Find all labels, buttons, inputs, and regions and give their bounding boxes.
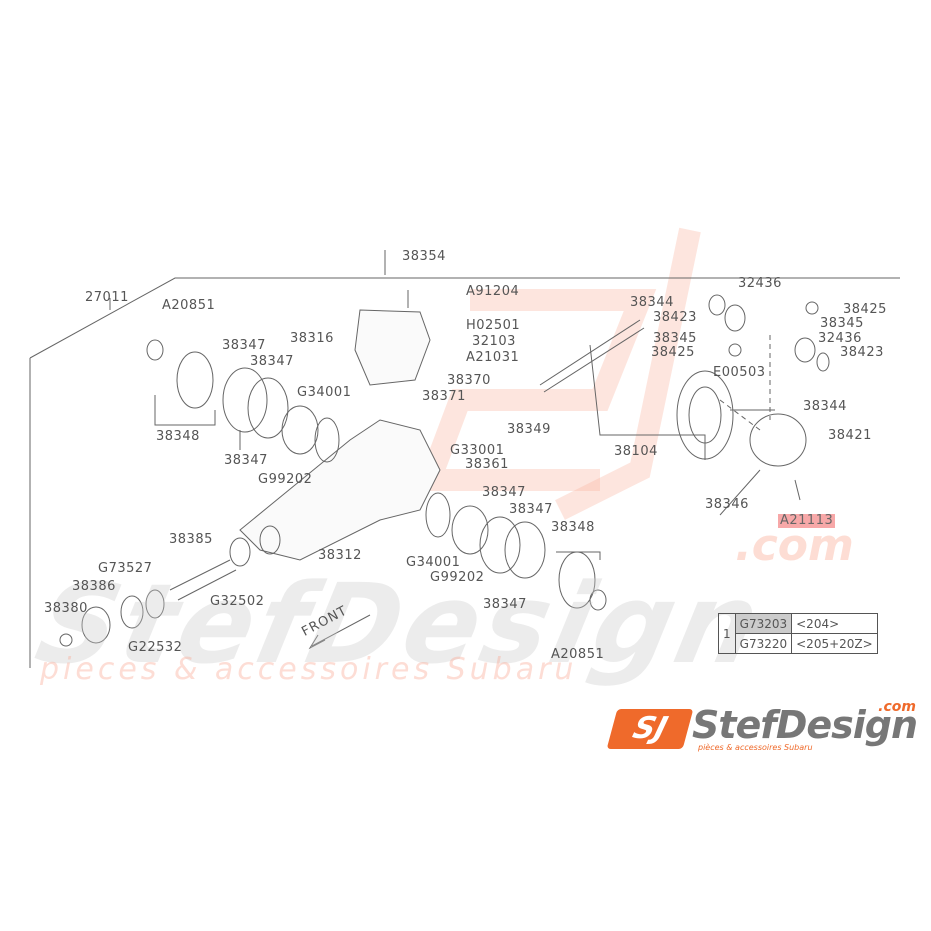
part-label[interactable]: 38347 [483, 597, 527, 612]
part-label[interactable]: G73527 [98, 561, 153, 576]
part-label[interactable]: 38104 [614, 444, 658, 459]
part-label[interactable]: 38346 [705, 497, 749, 512]
shaft [169, 559, 237, 601]
part-label[interactable]: G99202 [258, 472, 313, 487]
part-label[interactable]: 38385 [169, 532, 213, 547]
part-label[interactable]: 32103 [472, 334, 516, 349]
table-cell-part: G73203 [734, 613, 793, 634]
part-label[interactable]: 38345 [820, 316, 864, 331]
brand-logo: SJ StefDesign .com pièces & accessoires … [606, 699, 922, 755]
part-label[interactable]: A91204 [466, 284, 520, 299]
differential-housing [239, 419, 441, 561]
table-cell-note: <204> [791, 613, 878, 634]
table-row: G73220 <205+20Z> [719, 633, 878, 654]
part-label[interactable]: 27011 [85, 290, 129, 305]
part-label[interactable]: 38345 [653, 331, 697, 346]
part-label[interactable]: 38370 [447, 373, 491, 388]
part-label[interactable]: A20851 [162, 298, 216, 313]
logo-domain: .com [878, 699, 916, 715]
pinion-shaft [539, 319, 645, 393]
part-label[interactable]: E00503 [713, 365, 766, 380]
part-label[interactable]: 38348 [156, 429, 200, 444]
part-label[interactable]: 38421 [828, 428, 872, 443]
watermark-domain: .com [735, 520, 854, 571]
watermark-tagline: pieces & accessoires Subaru [40, 652, 578, 687]
part-label[interactable]: 38347 [509, 502, 553, 517]
table-row: 1 G73203 <204> [718, 613, 878, 654]
diff-case [749, 413, 807, 467]
table-cell-part: G73220 [734, 633, 793, 654]
logo-tagline: pièces & accessoires Subaru [698, 743, 813, 752]
reference-marker: 1 [718, 613, 736, 654]
part-label[interactable]: G34001 [406, 555, 461, 570]
part-label[interactable]: H02501 [466, 318, 521, 333]
part-label[interactable]: G22532 [128, 640, 183, 655]
part-label[interactable]: 32436 [738, 276, 782, 291]
part-label[interactable]: 38312 [318, 548, 362, 563]
part-label[interactable]: 38354 [402, 249, 446, 264]
part-label[interactable]: 38348 [551, 520, 595, 535]
part-label[interactable]: 38425 [651, 345, 695, 360]
part-label[interactable]: 38344 [803, 399, 847, 414]
part-label[interactable]: 38371 [422, 389, 466, 404]
logo-name: StefDesign [692, 703, 918, 747]
part-label[interactable]: A20851 [551, 647, 605, 662]
logo-mark: SJ [606, 709, 694, 749]
part-label[interactable]: 38380 [44, 601, 88, 616]
part-label[interactable]: 38347 [222, 338, 266, 353]
part-label[interactable]: 38423 [840, 345, 884, 360]
part-label[interactable]: 38349 [507, 422, 551, 437]
watermark-sj-mark [414, 227, 701, 520]
reference-table: 1 G73203 <204> G73220 <205+20Z> [718, 613, 878, 654]
part-label[interactable]: A21031 [466, 350, 520, 365]
part-label[interactable]: 38423 [653, 310, 697, 325]
frame-line [29, 277, 900, 359]
part-label[interactable]: 38316 [290, 331, 334, 346]
part-label[interactable]: 38361 [465, 457, 509, 472]
part-label[interactable]: 38347 [224, 453, 268, 468]
part-label[interactable]: 38347 [250, 354, 294, 369]
part-label[interactable]: G32502 [210, 594, 265, 609]
part-label[interactable]: 38344 [630, 295, 674, 310]
front-arrow [308, 614, 371, 650]
part-label[interactable]: G99202 [430, 570, 485, 585]
part-label[interactable]: 38347 [482, 485, 526, 500]
table-cell-note: <205+20Z> [791, 633, 878, 654]
part-label[interactable]: 38425 [843, 302, 887, 317]
highlighted-part-label[interactable]: A21113 [778, 513, 836, 528]
part-label[interactable]: 38386 [72, 579, 116, 594]
part-label[interactable]: 32436 [818, 331, 862, 346]
part-label[interactable]: G34001 [297, 385, 352, 400]
part-label[interactable]: G33001 [450, 443, 505, 458]
